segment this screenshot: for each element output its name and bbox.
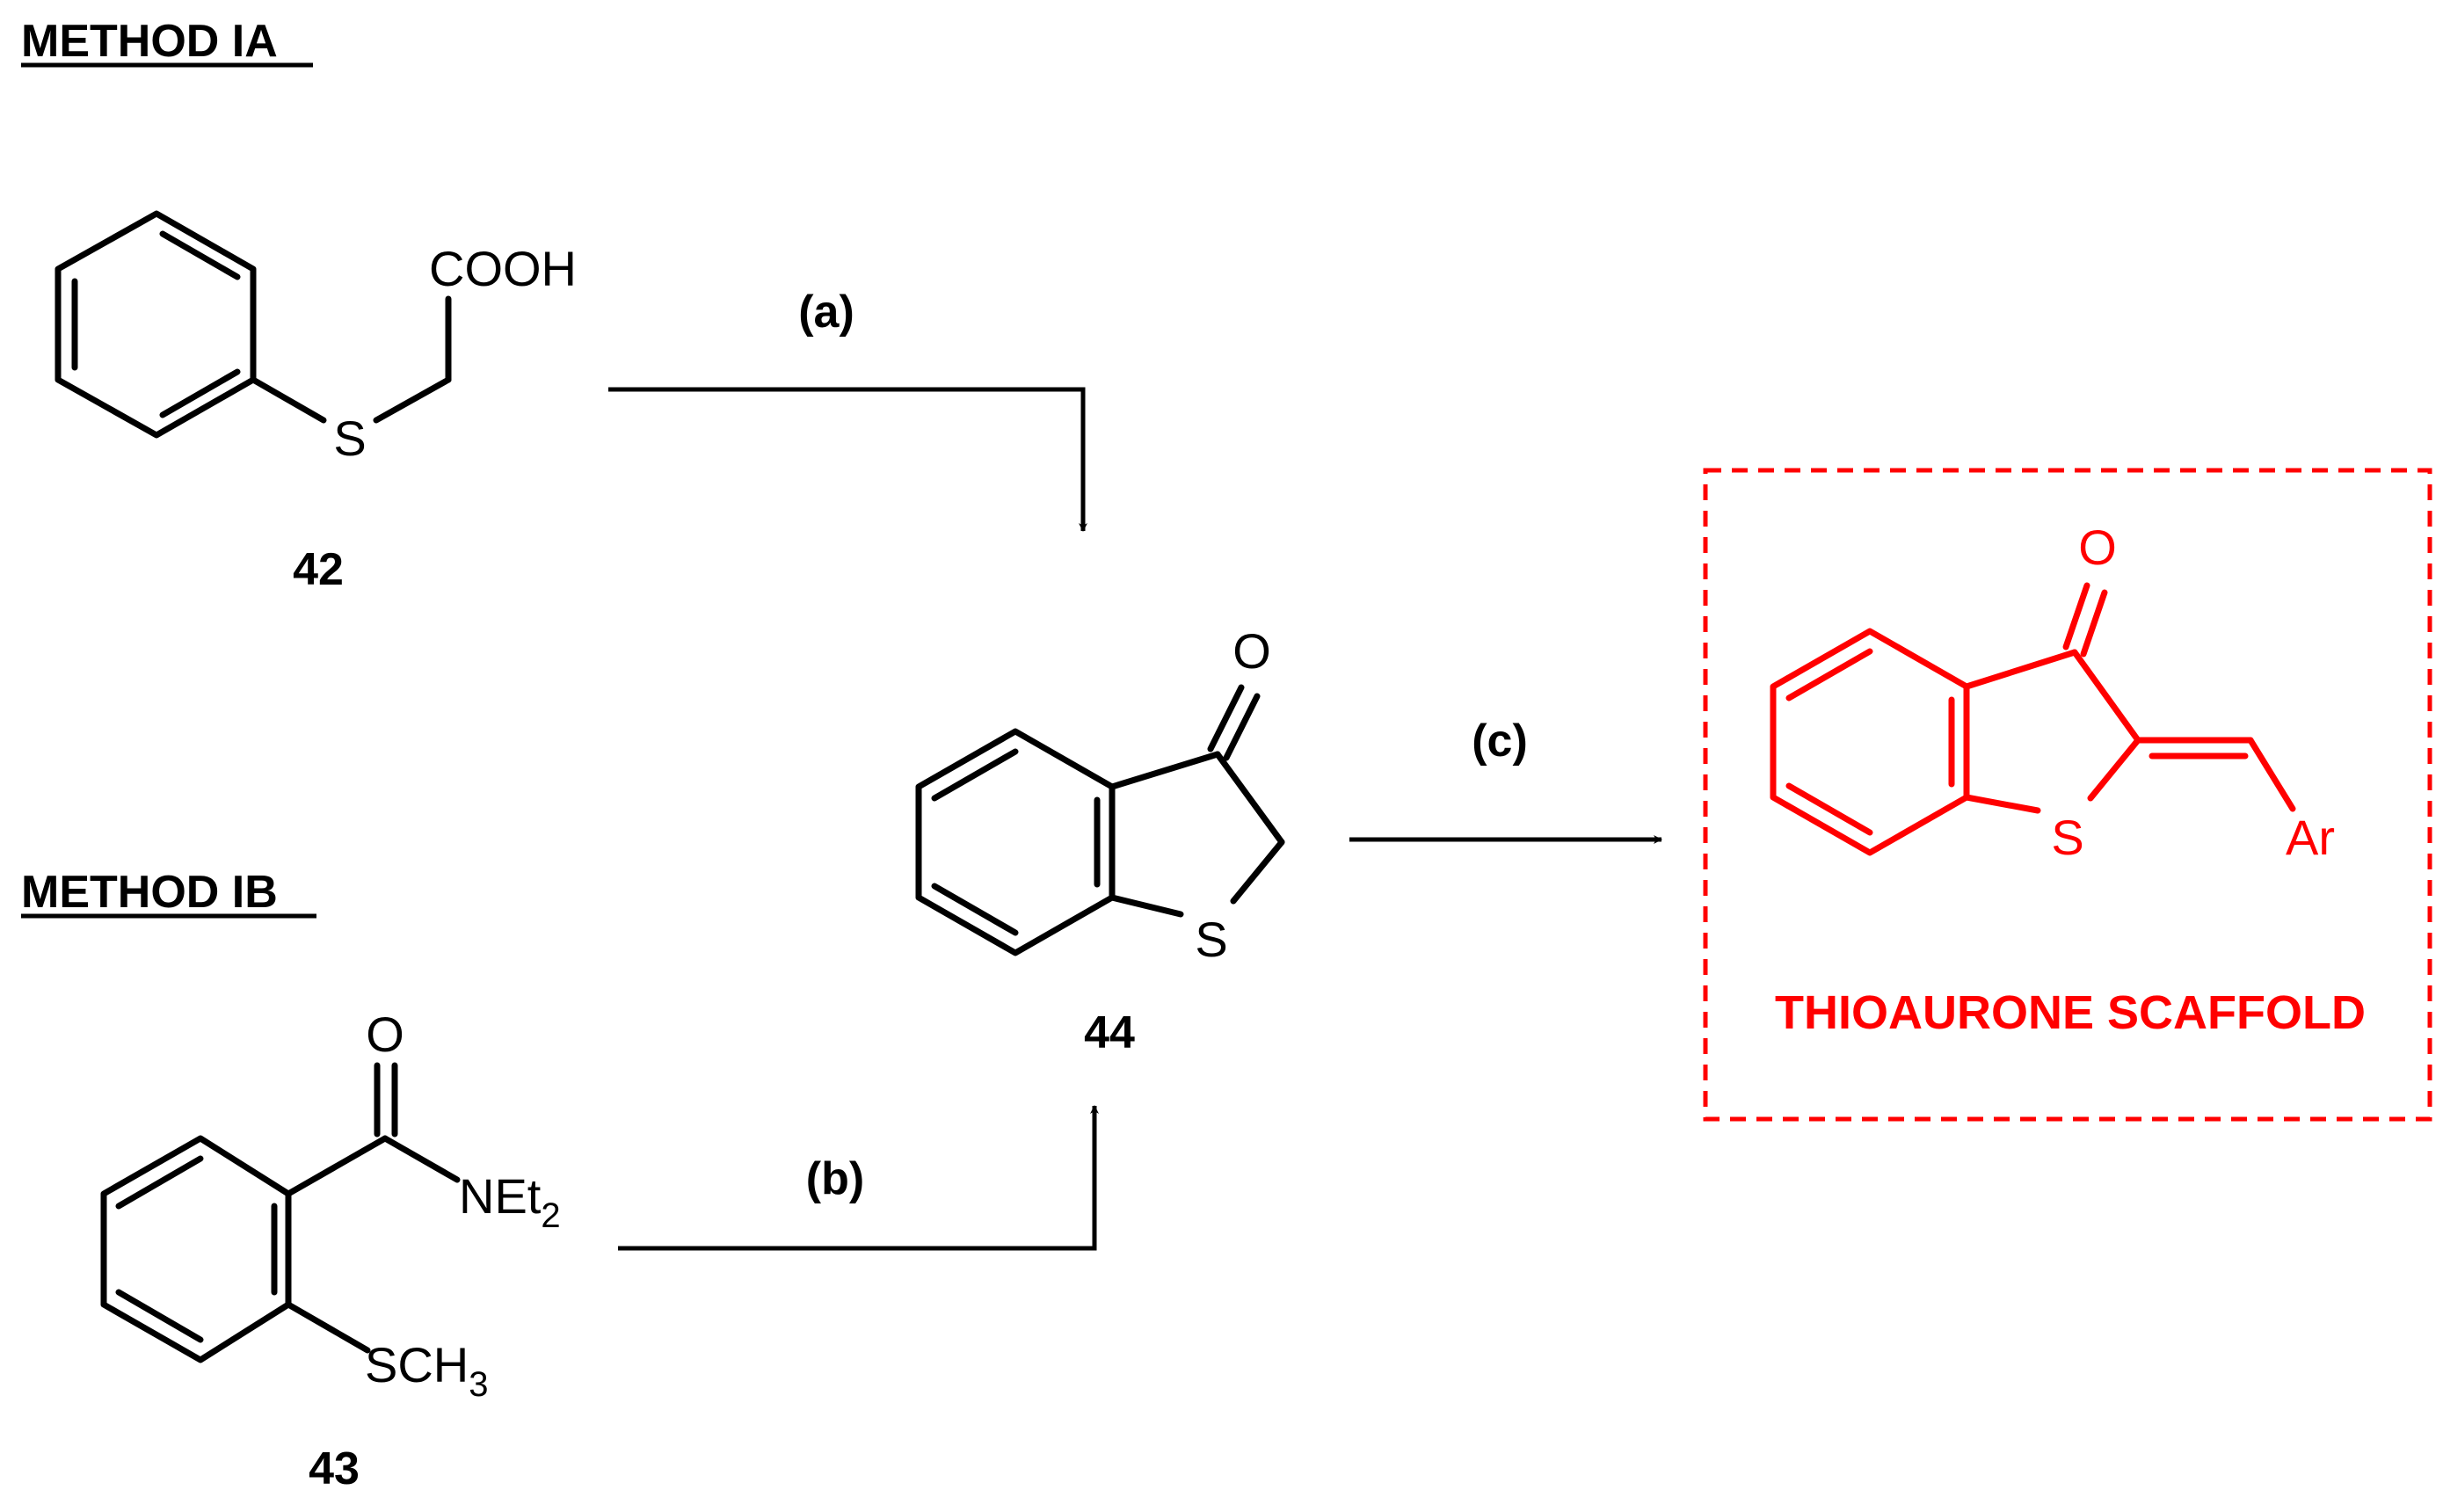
svg-text:Ar: Ar <box>2286 810 2335 865</box>
svg-text:NEt2: NEt2 <box>459 1168 561 1235</box>
method-ib-heading: METHOD IB <box>21 867 316 919</box>
svg-text:O: O <box>2078 520 2117 575</box>
method-ia-heading: METHOD IA <box>21 16 313 68</box>
compound-44-number: 44 <box>1084 1007 1135 1058</box>
svg-text:SCH3: SCH3 <box>365 1337 488 1404</box>
arrow-b <box>618 1105 1099 1251</box>
svg-text:METHOD IA: METHOD IA <box>21 16 278 67</box>
arrow-a <box>608 387 1087 532</box>
svg-text:S: S <box>1195 912 1227 967</box>
thioaurone-scaffold-label: THIOAURONE SCAFFOLD <box>1775 986 2366 1039</box>
compound-42-structure: S COOH <box>55 210 577 466</box>
svg-text:S: S <box>2051 810 2083 865</box>
compound-43-number: 43 <box>309 1443 360 1494</box>
thioaurone-structure: O S Ar <box>1770 520 2335 865</box>
svg-text:COOH: COOH <box>429 241 577 296</box>
compound-42-number: 42 <box>293 544 344 595</box>
condition-c-label: (c) <box>1472 716 1528 767</box>
condition-b-label: (b) <box>806 1153 864 1204</box>
svg-text:S: S <box>333 411 366 466</box>
svg-text:METHOD IB: METHOD IB <box>21 867 278 918</box>
svg-text:O: O <box>366 1007 404 1062</box>
svg-text:O: O <box>1232 623 1271 679</box>
compound-44-structure: O S <box>915 623 1285 967</box>
compound-43-structure: O NEt2 SCH3 <box>100 1007 561 1404</box>
condition-a-label: (a) <box>798 287 854 338</box>
